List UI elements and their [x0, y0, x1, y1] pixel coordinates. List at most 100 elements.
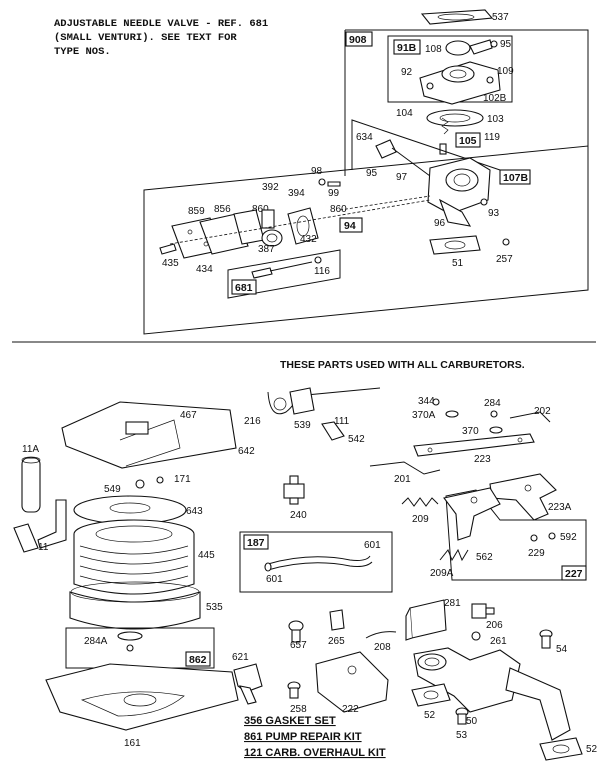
- gasket-51: [429, 235, 481, 255]
- spring-392: [261, 209, 275, 229]
- precleaner-535: [69, 581, 201, 630]
- label-284: 284: [484, 398, 501, 409]
- gasket-103: [426, 109, 484, 127]
- screw-53: [455, 707, 469, 725]
- pump-cover: [419, 61, 501, 105]
- label-116: 116: [314, 266, 330, 277]
- label-265: 265: [328, 636, 345, 647]
- tube-11a: [21, 456, 41, 513]
- label-562: 562: [476, 552, 493, 563]
- fitting-240: [283, 475, 305, 505]
- label-592: 592: [560, 532, 577, 543]
- label-109: 109: [497, 66, 514, 77]
- common-parts-caption: THESE PARTS USED WITH ALL CARBURETORS.: [280, 359, 525, 371]
- boxed-ref-105: [455, 132, 481, 148]
- screw-344: [432, 398, 440, 406]
- label-467: 467: [180, 410, 197, 421]
- screw-258: [287, 681, 301, 699]
- label-601-left: 601: [266, 574, 283, 585]
- label-537: 537: [492, 12, 509, 23]
- governor-link-216: [267, 387, 381, 415]
- fitting-206: [471, 603, 495, 619]
- label-435: 435: [162, 258, 179, 269]
- label-95-top: 95: [500, 39, 512, 50]
- label-860-right: 860: [330, 204, 347, 215]
- label-202: 202: [534, 406, 551, 417]
- label-92: 92: [401, 67, 413, 78]
- label-52-right: 52: [586, 744, 598, 755]
- boxed-ref-187: [243, 534, 269, 550]
- link-202: [509, 411, 551, 423]
- label-201: 201: [394, 474, 411, 485]
- boxed-ref-105-label: 105: [459, 135, 477, 147]
- label-859: 859: [188, 206, 205, 217]
- gasket-52-left: [411, 683, 451, 707]
- lever-223: [413, 433, 535, 457]
- washer-171: [156, 476, 164, 484]
- label-542: 542: [348, 434, 365, 445]
- label-209a: 209A: [430, 568, 454, 579]
- screw-98-99: [318, 178, 341, 187]
- label-261: 261: [490, 636, 507, 647]
- gasket-52-right: [539, 737, 583, 761]
- boxed-ref-94-label: 94: [344, 220, 356, 232]
- label-208: 208: [374, 642, 391, 653]
- upper-panel-outline: [143, 145, 589, 335]
- label-98: 98: [311, 166, 323, 177]
- assembly-link-line: [339, 195, 431, 211]
- label-257: 257: [496, 254, 513, 265]
- diaphragm-108: [445, 39, 498, 56]
- screw-54: [539, 629, 553, 649]
- label-209: 209: [412, 514, 429, 525]
- bracket-222: [315, 651, 389, 713]
- label-102b: 102B: [483, 93, 507, 104]
- bracket-621: [233, 663, 263, 705]
- screw-435: [159, 243, 177, 255]
- label-394: 394: [288, 188, 305, 199]
- needle-valve-681-outline: [227, 249, 341, 299]
- boxed-ref-862: [185, 651, 211, 667]
- bracket-223a: [489, 473, 557, 521]
- label-535: 535: [206, 602, 223, 613]
- boxed-ref-227-label: 227: [565, 568, 583, 580]
- kit-gasket-set: 356 GASKET SET: [244, 715, 336, 727]
- label-11a: 11A: [22, 444, 39, 455]
- hose-601: [264, 555, 373, 572]
- subassembly-187-box: [239, 531, 393, 593]
- fittings-284a: [117, 631, 143, 652]
- boxed-ref-681-label: 681: [235, 282, 253, 294]
- header-line-2: (SMALL VENTURI). SEE TEXT FOR: [54, 32, 237, 44]
- filter-445: [73, 519, 195, 595]
- boxed-ref-107b-label: 107B: [503, 172, 529, 184]
- boxed-ref-107b: [499, 169, 531, 185]
- label-223: 223: [474, 454, 491, 465]
- carburetor-body: [427, 157, 491, 227]
- label-52-left: 52: [424, 710, 436, 721]
- intake-50: [413, 647, 571, 741]
- label-50: 50: [466, 716, 478, 727]
- washer-370: [489, 426, 503, 434]
- boxed-ref-91b: [393, 39, 421, 55]
- needle-valve-681: [251, 256, 322, 279]
- label-657: 657: [290, 640, 307, 651]
- label-258: 258: [290, 704, 307, 715]
- label-111: 111: [334, 416, 350, 427]
- boxed-ref-187-label: 187: [247, 537, 265, 549]
- nut-261: [471, 631, 481, 641]
- label-549: 549: [104, 484, 121, 495]
- label-370: 370: [462, 426, 479, 437]
- label-95-mid: 95: [366, 168, 378, 179]
- elbow-11: [13, 499, 67, 553]
- label-108: 108: [425, 44, 442, 55]
- label-539: 539: [294, 420, 311, 431]
- cup-394: [261, 229, 283, 247]
- header-line-3: TYPE NOS.: [54, 46, 111, 58]
- nut-549: [135, 479, 145, 489]
- assembly-center-line: [169, 199, 431, 245]
- label-601-right: 601: [364, 540, 381, 551]
- fitting-257: [502, 238, 510, 246]
- plate-432: [287, 207, 319, 245]
- label-856: 856: [214, 204, 231, 215]
- washer-229: [530, 534, 538, 542]
- label-387: 387: [258, 244, 275, 255]
